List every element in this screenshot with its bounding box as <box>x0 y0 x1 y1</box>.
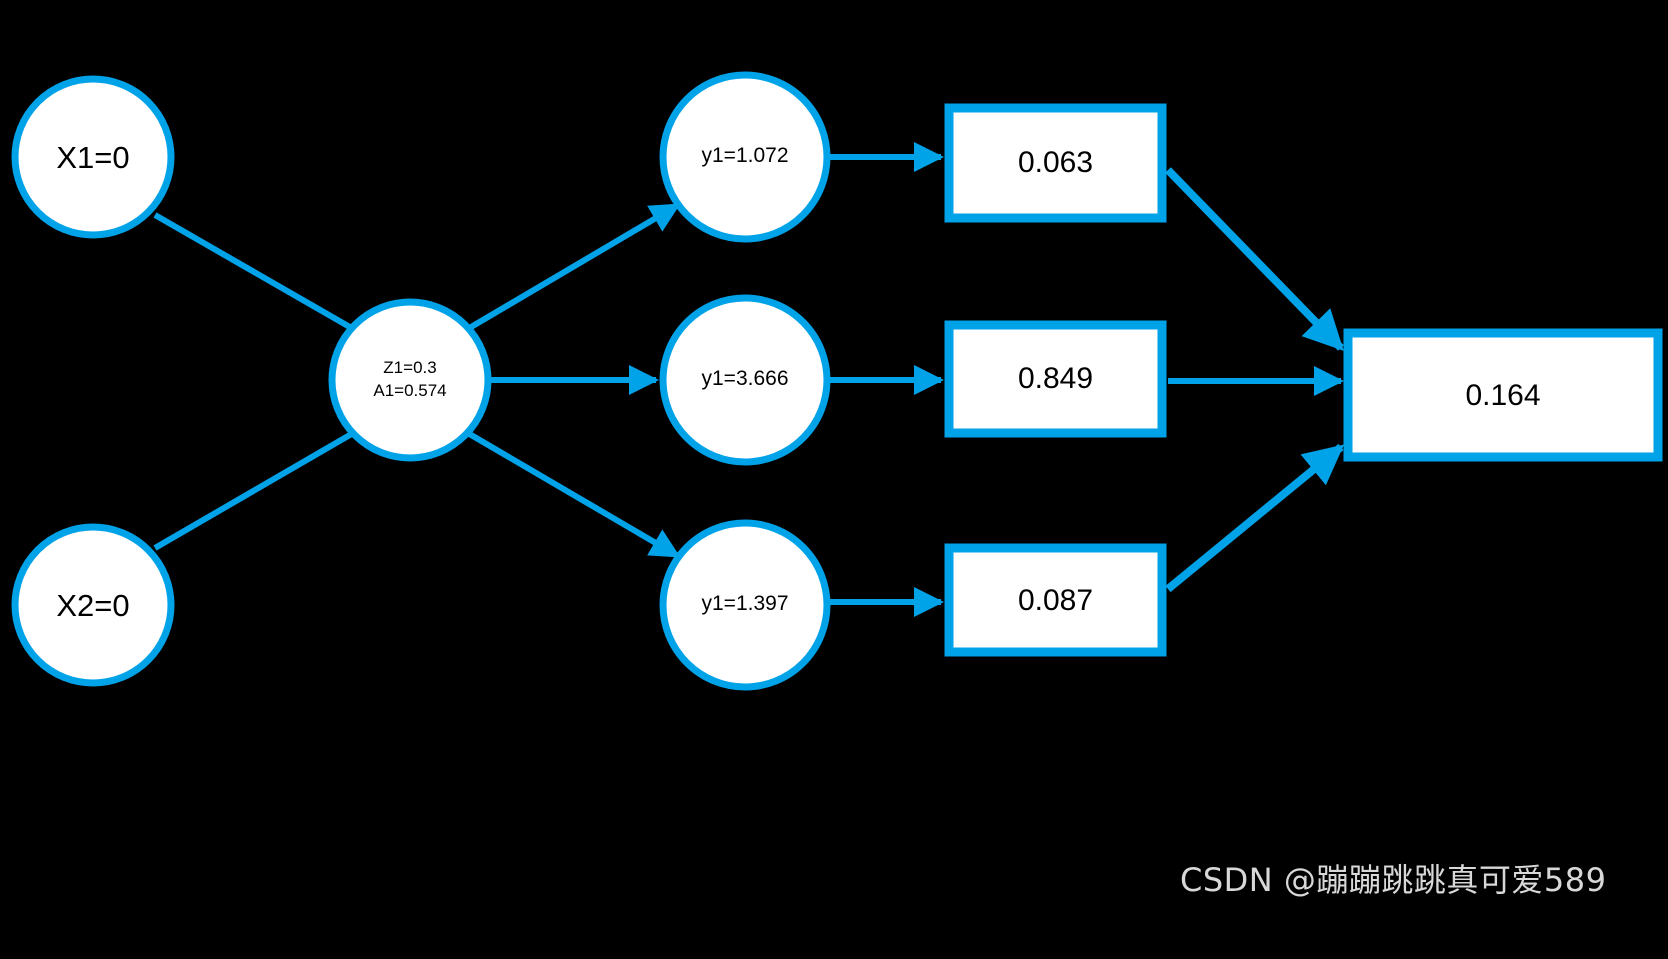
value-box-1[interactable] <box>944 103 1167 223</box>
input-node-x1[interactable] <box>11 75 175 239</box>
edge-x1-to-z1 <box>153 212 357 333</box>
edge-box1-to-final <box>1165 167 1344 351</box>
output-node-y1a[interactable] <box>659 71 831 243</box>
edge-z1-to-y1a <box>464 202 681 333</box>
output-node-y1b[interactable] <box>659 294 831 466</box>
edge-box3-to-final <box>1165 443 1345 593</box>
output-node-y1c[interactable] <box>659 519 831 691</box>
hidden-node-z1[interactable] <box>328 298 492 462</box>
final-value-box[interactable] <box>1343 328 1663 462</box>
csdn-watermark: CSDN @蹦蹦跳跳真可爱589 <box>1180 861 1607 899</box>
input-node-x2[interactable] <box>11 523 175 687</box>
value-box-2[interactable] <box>944 320 1167 438</box>
edge-z1-to-y1c <box>464 429 681 559</box>
value-box-3[interactable] <box>944 543 1167 657</box>
edge-x2-to-z1 <box>153 429 357 551</box>
